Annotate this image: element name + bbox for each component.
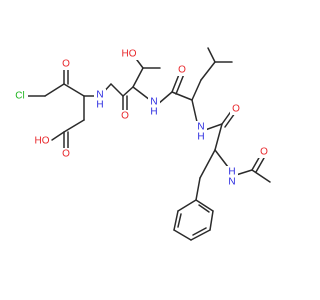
o-amide3-label: O — [232, 104, 240, 115]
bond-ch2-co — [44, 83, 65, 97]
molecule-structure: Cl O HO O N H O HO N H — [12, 47, 271, 241]
acetyl-oxygen: O — [258, 146, 270, 158]
bond-leu-cb-cg — [200, 61, 216, 81]
bond-ring-6 — [177, 199, 197, 212]
n2-label: N — [150, 97, 157, 108]
bond-thr-ca-n2 — [132, 86, 151, 101]
ketone-oxygen: O — [60, 58, 72, 70]
bond-ring-1 — [195, 199, 214, 212]
bond-cb-cooh — [63, 119, 85, 133]
ho-acid-label: HO — [35, 136, 50, 147]
bond-leu-ca-n3 — [191, 99, 198, 123]
thr-hydroxyl: HO — [120, 48, 138, 60]
n1-label: N — [96, 90, 103, 101]
bond-co-ca — [63, 83, 85, 97]
bond-n3-c — [204, 123, 223, 131]
atom-labels: Cl O HO O N H O HO N H — [12, 48, 270, 188]
h2-label: H — [150, 107, 157, 118]
bond-n2-c — [157, 91, 173, 105]
bond-phe-cb-ring — [195, 177, 201, 201]
bond-ring-inner-1 — [198, 204, 210, 213]
bond-phe-ca-cb — [199, 149, 216, 179]
bond-amide2-o-double — [175, 73, 185, 95]
cl-label: Cl — [15, 91, 24, 102]
amide-oxygen-1: O — [119, 110, 131, 122]
bond-phe-ca-n4 — [214, 149, 229, 168]
bond-ring-2 — [209, 210, 214, 231]
amide-nh-1: N H — [94, 89, 106, 111]
amide-nh-4: N H — [226, 166, 238, 188]
h1-label: H — [96, 100, 103, 111]
bond-ring-5 — [173, 210, 179, 231]
bond-n4-c — [235, 169, 253, 176]
o-amide1-label: O — [121, 111, 129, 122]
amide-nh-3: N H — [195, 121, 207, 143]
bond-acetyl-me — [251, 169, 271, 183]
bond-ring-4 — [173, 229, 192, 241]
bond-c-leu-ca — [171, 91, 193, 101]
bond-thr-ca-cb — [132, 67, 144, 88]
bond-amide1-c-o — [110, 83, 124, 97]
amide-oxygen-2: O — [176, 64, 188, 76]
bond-ring-inner-3 — [177, 213, 182, 228]
bond-ring-inner-2 — [192, 227, 207, 236]
n3-label: N — [197, 122, 204, 133]
bond-acetyl-o — [251, 155, 261, 171]
h3-label: H — [197, 132, 204, 143]
bond-leu-ca-cb — [191, 79, 202, 101]
chlorine-atom: Cl — [12, 90, 28, 102]
amide-nh-2: N H — [148, 96, 160, 118]
bond-c-phe-ca — [214, 123, 223, 151]
bond-c-thr-ca — [122, 86, 134, 97]
bond-leu-cg-cd1 — [207, 47, 216, 63]
bond-acetyl-o-double — [255, 157, 265, 173]
o-acetyl-label: O — [260, 147, 268, 158]
acid-hydroxyl: HO — [33, 135, 51, 147]
bond-cooh-oh — [51, 131, 65, 141]
amide-oxygen-3: O — [230, 103, 242, 115]
o-ketone-label: O — [62, 59, 70, 70]
bond-amide3-o-double — [224, 112, 236, 128]
n4-label: N — [228, 177, 235, 188]
o-amide2-label: O — [178, 65, 186, 76]
bonds — [23, 47, 271, 241]
bond-ring-3 — [190, 229, 211, 241]
o-acid-label: O — [62, 149, 70, 160]
ho-thr-label: HO — [122, 49, 137, 60]
h4-label: H — [228, 167, 235, 178]
acid-oxygen: O — [60, 148, 72, 160]
